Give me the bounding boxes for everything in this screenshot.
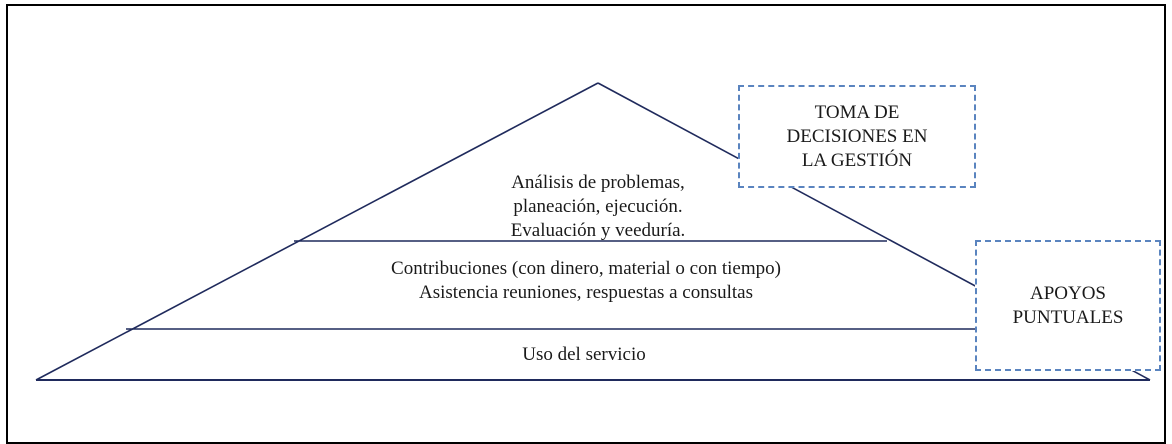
callout-specific-support-text: APOYOS PUNTUALES [1012,282,1124,328]
bottom-tier-label: Uso del servicio [522,344,646,365]
top-tier-label: Análisis de problemas, planeación, ejecu… [510,172,686,241]
middle-tier-label: Contribuciones (con dinero, material o c… [391,258,781,303]
callout-decision-making-text: TOMA DE DECISIONES EN LA GESTIÓN [786,101,928,171]
callout-specific-support: APOYOS PUNTUALES [975,240,1161,371]
callout-decision-making: TOMA DE DECISIONES EN LA GESTIÓN [738,85,976,188]
pyramid-left-edge [35,82,599,381]
